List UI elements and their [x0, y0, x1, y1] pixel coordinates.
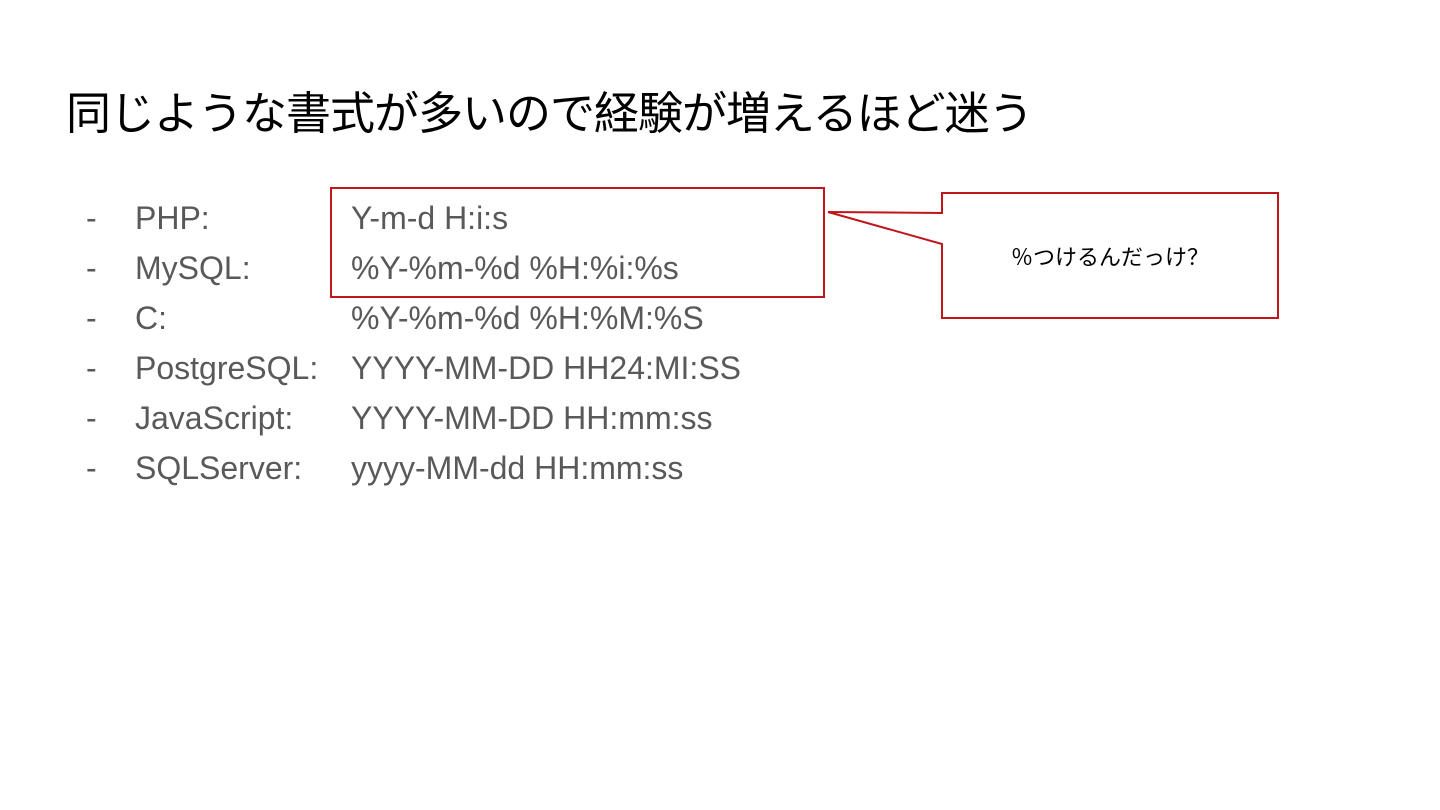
format-string: YYYY-MM-DD HH24:MI:SS	[351, 350, 741, 386]
format-string: YYYY-MM-DD HH:mm:ss	[351, 400, 713, 436]
bullet-dash: -	[86, 400, 97, 436]
list-item: - C: %Y-%m-%d %H:%M:%S	[0, 293, 900, 343]
bullet-dash: -	[86, 350, 97, 386]
slide-title: 同じような書式が多いので経験が増えるほど迷う	[66, 87, 1034, 140]
language-label: JavaScript:	[135, 400, 294, 436]
list-item: - PHP: Y-m-d H:i:s	[0, 193, 900, 243]
list-item: - MySQL: %Y-%m-%d %H:%i:%s	[0, 243, 900, 293]
bullet-dash: -	[86, 250, 97, 286]
list-item: - JavaScript: YYYY-MM-DD HH:mm:ss	[0, 393, 900, 443]
format-string: yyyy-MM-dd HH:mm:ss	[351, 450, 684, 486]
format-string: Y-m-d H:i:s	[351, 200, 509, 236]
list-item: - SQLServer: yyyy-MM-dd HH:mm:ss	[0, 443, 900, 493]
bullet-dash: -	[86, 300, 97, 336]
language-label: PostgreSQL:	[135, 350, 319, 386]
callout-text: ％つけるんだっけ？	[1010, 245, 1209, 271]
format-string: %Y-%m-%d %H:%i:%s	[351, 250, 679, 286]
bullet-dash: -	[86, 450, 97, 486]
language-label: C:	[135, 300, 167, 336]
language-label: SQLServer:	[135, 450, 303, 486]
list-item: - PostgreSQL: YYYY-MM-DD HH24:MI:SS	[0, 343, 900, 393]
language-label: MySQL:	[135, 250, 251, 286]
bullet-dash: -	[86, 200, 97, 236]
format-string: %Y-%m-%d %H:%M:%S	[351, 300, 704, 336]
language-label: PHP:	[135, 200, 210, 236]
highlight-box	[330, 187, 825, 298]
